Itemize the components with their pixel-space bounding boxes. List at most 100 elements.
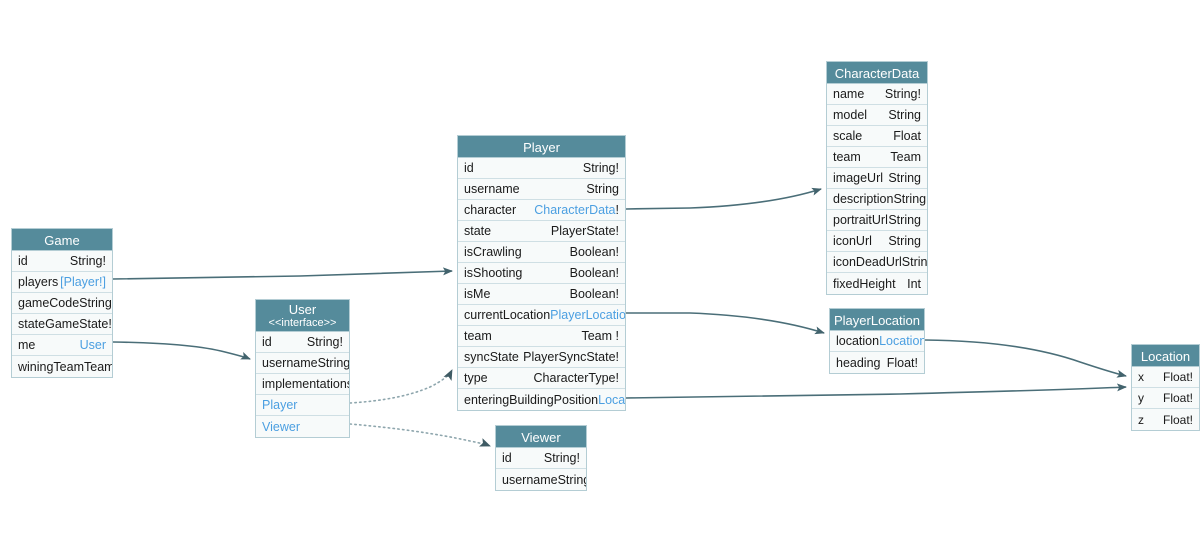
field-row[interactable]: portraitUrl String — [827, 210, 927, 231]
field-row[interactable]: id String! — [458, 158, 625, 179]
implementation-name[interactable]: Player — [262, 398, 298, 412]
entity-characterdata[interactable]: CharacterData name String! model String … — [826, 61, 928, 295]
field-row[interactable]: y Float! — [1132, 388, 1199, 409]
field-row[interactable]: iconUrl String — [827, 231, 927, 252]
entity-player[interactable]: Player id String! username String charac… — [457, 135, 626, 411]
field-name: state — [464, 224, 492, 238]
implementation-name[interactable]: Viewer — [262, 419, 300, 434]
field-type[interactable]: Location — [598, 392, 625, 407]
entity-player-title: Player — [523, 140, 560, 155]
edge-game-me-to-user — [112, 341, 251, 360]
field-type: String — [888, 213, 921, 227]
field-row[interactable]: gameCode String! — [12, 293, 112, 314]
field-row[interactable]: state GameState! — [12, 314, 112, 335]
field-name: id — [18, 254, 28, 268]
field-name: description — [833, 192, 894, 206]
field-type: String — [586, 182, 619, 196]
field-row[interactable]: team Team ! — [458, 326, 625, 347]
field-row[interactable]: team Team — [827, 147, 927, 168]
field-name: fixedHeight — [833, 276, 896, 291]
field-name: name — [833, 87, 865, 101]
field-row[interactable]: currentLocation PlayerLocation! — [458, 305, 625, 326]
field-name: username — [502, 472, 558, 487]
entity-location-header: Location — [1132, 345, 1199, 367]
field-row[interactable]: model String — [827, 105, 927, 126]
field-name: username — [262, 356, 318, 370]
field-row[interactable]: type CharacterType! — [458, 368, 625, 389]
field-type: Boolean! — [569, 266, 619, 280]
entity-characterdata-header: CharacterData — [827, 62, 927, 84]
entity-viewer-header: Viewer — [496, 426, 586, 448]
field-type: Boolean! — [569, 287, 619, 301]
field-name: scale — [833, 129, 863, 143]
entity-game[interactable]: Game id String! players [Player!] gameCo… — [11, 228, 113, 378]
field-type[interactable]: [Player!] — [60, 275, 106, 289]
implementation-row-player[interactable]: Player — [256, 395, 349, 416]
field-row[interactable]: iconDeadUrl String — [827, 252, 927, 273]
field-name: id — [464, 161, 474, 175]
entity-location[interactable]: Location x Float! y Float! z Float! — [1131, 344, 1200, 431]
field-name: location — [836, 334, 880, 348]
field-name: iconUrl — [833, 234, 872, 248]
edge-player-enteringbuildingposition-to-location — [625, 383, 1127, 399]
entity-viewer-title: Viewer — [521, 430, 561, 445]
field-row[interactable]: description String — [827, 189, 927, 210]
entity-playerlocation[interactable]: PlayerLocation location Location! headin… — [829, 308, 925, 374]
field-row[interactable]: scale Float — [827, 126, 927, 147]
field-name: imageUrl — [833, 171, 884, 185]
field-row[interactable]: username String — [256, 353, 349, 374]
field-row[interactable]: fixedHeight Int — [827, 273, 927, 294]
field-row[interactable]: isMe Boolean! — [458, 284, 625, 305]
field-type: PlayerState! — [550, 224, 619, 238]
field-type[interactable]: PlayerLocation! — [550, 308, 625, 322]
edge-player-currentlocation-to-playerlocation — [626, 312, 825, 335]
field-row[interactable]: x Float! — [1132, 367, 1199, 388]
field-row[interactable]: enteringBuildingPosition Location — [458, 389, 625, 410]
field-row[interactable]: id String! — [496, 448, 586, 469]
field-type: String! — [582, 161, 619, 175]
entity-playerlocation-title: PlayerLocation — [834, 313, 920, 328]
field-row[interactable]: username String — [496, 469, 586, 490]
field-row[interactable]: imageUrl String — [827, 168, 927, 189]
field-name: heading — [836, 355, 881, 370]
field-row[interactable]: z Float! — [1132, 409, 1199, 430]
field-type: Int — [907, 276, 921, 291]
field-name: isCrawling — [464, 245, 522, 259]
edge-player-character-to-characterdata — [625, 187, 822, 210]
field-row[interactable]: location Location! — [830, 331, 924, 352]
field-row[interactable]: name String! — [827, 84, 927, 105]
field-row[interactable]: state PlayerState! — [458, 221, 625, 242]
implementations-label-row: implementations — [256, 374, 349, 395]
field-name: id — [262, 335, 272, 349]
field-type[interactable]: Location! — [879, 334, 924, 348]
field-type[interactable]: User — [79, 338, 106, 352]
field-row[interactable]: winingTeam Team — [12, 356, 112, 377]
field-type[interactable]: CharacterData! — [534, 203, 619, 217]
field-row[interactable]: heading Float! — [830, 352, 924, 373]
field-name: y — [1138, 391, 1144, 405]
field-row[interactable]: me User — [12, 335, 112, 356]
field-row[interactable]: username String — [458, 179, 625, 200]
field-name: x — [1138, 370, 1144, 384]
field-row[interactable]: id String! — [12, 251, 112, 272]
entity-user[interactable]: User <<interface>> id String! username S… — [255, 299, 350, 438]
entity-characterdata-title: CharacterData — [834, 66, 920, 81]
entity-viewer[interactable]: Viewer id String! username String — [495, 425, 587, 491]
field-row[interactable]: id String! — [256, 332, 349, 353]
field-name: z — [1138, 412, 1144, 427]
field-type: Float! — [1162, 412, 1193, 427]
field-row[interactable]: syncState PlayerSyncState! — [458, 347, 625, 368]
field-type-text: PlayerLocation — [550, 308, 625, 322]
field-row[interactable]: isShooting Boolean! — [458, 263, 625, 284]
field-row[interactable]: character CharacterData! — [458, 200, 625, 221]
field-name: team — [833, 150, 861, 164]
field-type: Team ! — [581, 329, 619, 343]
field-row[interactable]: players [Player!] — [12, 272, 112, 293]
implementation-row-viewer[interactable]: Viewer — [256, 416, 349, 437]
field-type: CharacterType! — [533, 371, 619, 385]
field-name: currentLocation — [464, 308, 551, 322]
entity-location-title: Location — [1140, 349, 1191, 364]
field-row[interactable]: isCrawling Boolean! — [458, 242, 625, 263]
field-name: enteringBuildingPosition — [464, 392, 599, 407]
